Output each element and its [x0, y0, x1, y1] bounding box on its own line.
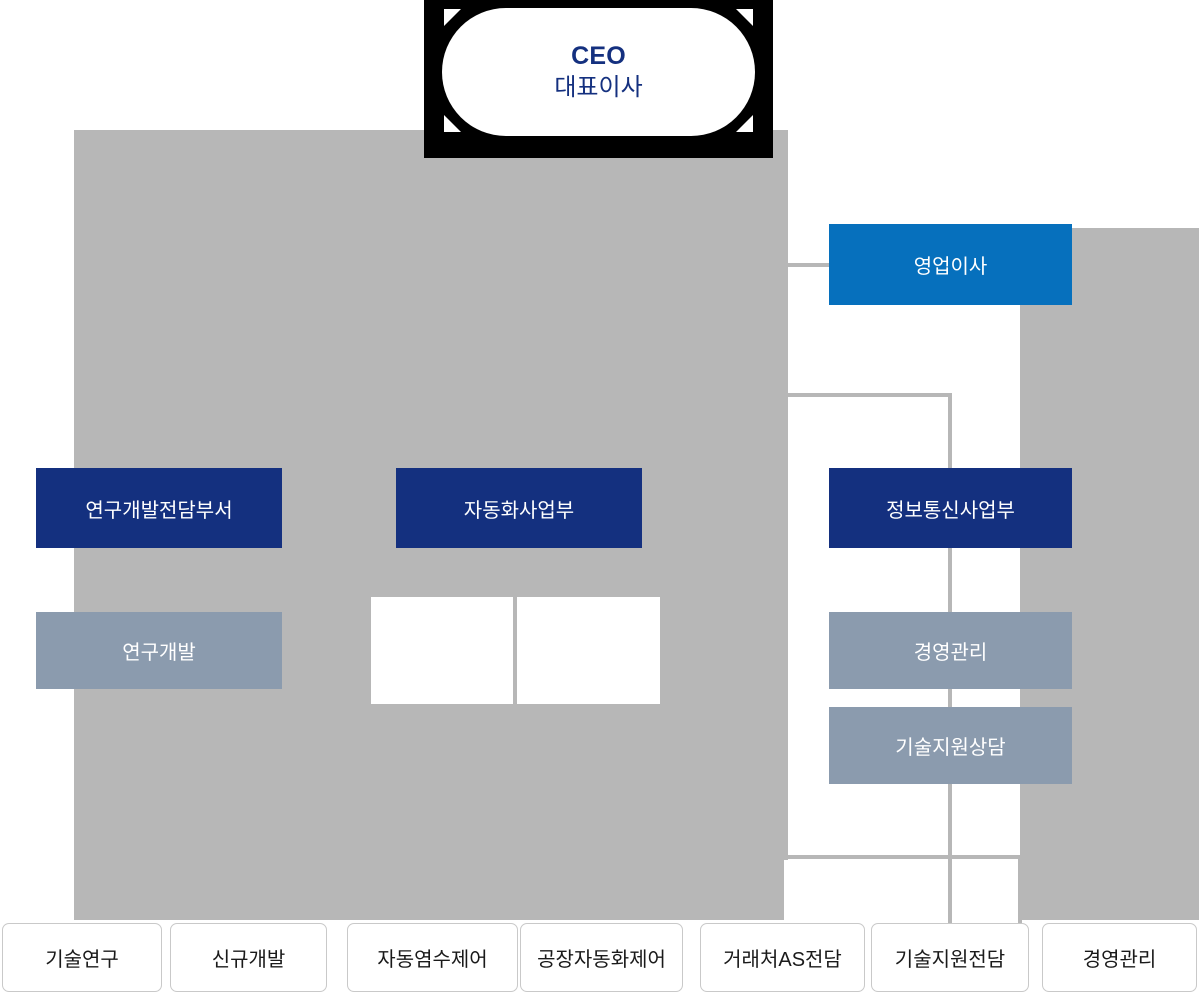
- corner-mark-bottom-right-icon: [736, 115, 753, 132]
- node-automation-division[interactable]: 자동화사업부: [396, 468, 642, 548]
- node-sales-director-label: 영업이사: [913, 256, 988, 278]
- node-tech-support-team-label: 기술지원상담: [895, 737, 1006, 759]
- node-leaf-tech-research-label: 기술연구: [45, 949, 119, 971]
- ceo-title-ko: 대표이사: [554, 73, 643, 101]
- ceo-node[interactable]: CEO 대표이사: [424, 0, 773, 158]
- connector-ict-team-spine: [948, 540, 952, 860]
- connector-ceo-to-sales-director: [784, 263, 830, 267]
- node-automation-division-label: 자동화사업부: [463, 499, 575, 522]
- node-leaf-auto-brine-control[interactable]: 자동염수제어: [347, 923, 518, 992]
- node-ict-division[interactable]: 정보통신사업부: [829, 468, 1072, 548]
- node-rnd-team-label: 연구개발: [122, 642, 196, 664]
- node-leaf-client-as-label: 거래처AS전담: [723, 949, 842, 971]
- corner-mark-top-right-icon: [736, 9, 753, 26]
- node-management-team[interactable]: 경영관리: [829, 612, 1072, 689]
- corner-mark-top-left-icon: [444, 9, 461, 26]
- node-leaf-auto-brine-control-label: 자동염수제어: [377, 949, 488, 971]
- node-leaf-tech-research[interactable]: 기술연구: [2, 923, 162, 992]
- node-sales-director[interactable]: 영업이사: [829, 224, 1072, 305]
- node-ict-division-label: 정보통신사업부: [886, 499, 1015, 522]
- node-rnd-team[interactable]: 연구개발: [36, 612, 282, 689]
- node-rnd-dedicated-dept[interactable]: 연구개발전담부서: [36, 468, 282, 548]
- node-rnd-dedicated-dept-label: 연구개발전담부서: [85, 499, 233, 522]
- node-leaf-new-development[interactable]: 신규개발: [170, 923, 327, 992]
- connector-spine-vertical: [784, 130, 788, 860]
- connector-lower-drop-right: [1018, 855, 1022, 923]
- connector-lower-bus-horizontal: [784, 855, 1022, 859]
- node-leaf-management-label: 경영관리: [1082, 949, 1157, 971]
- connector-lower-drop-center: [948, 855, 952, 923]
- node-automation-blank-2[interactable]: [517, 597, 660, 704]
- right-backdrop-plate: [1020, 228, 1199, 920]
- node-leaf-factory-automation-label: 공장자동화제어: [537, 949, 666, 971]
- node-leaf-new-development-label: 신규개발: [211, 949, 286, 971]
- node-leaf-client-as[interactable]: 거래처AS전담: [700, 923, 865, 992]
- connector-ict-drop-vertical: [948, 393, 952, 473]
- node-leaf-management[interactable]: 경영관리: [1042, 923, 1197, 992]
- node-leaf-tech-support[interactable]: 기술지원전담: [871, 923, 1029, 992]
- node-management-team-label: 경영관리: [913, 642, 988, 664]
- ceo-pill: CEO 대표이사: [442, 8, 755, 136]
- corner-mark-bottom-left-icon: [444, 115, 461, 132]
- node-automation-blank-1[interactable]: [371, 597, 513, 704]
- node-leaf-factory-automation[interactable]: 공장자동화제어: [520, 923, 683, 992]
- ceo-title-en: CEO: [571, 42, 626, 71]
- node-tech-support-team[interactable]: 기술지원상담: [829, 707, 1072, 784]
- node-leaf-tech-support-label: 기술지원전담: [894, 949, 1006, 971]
- connector-mid-bus-horizontal: [784, 393, 952, 397]
